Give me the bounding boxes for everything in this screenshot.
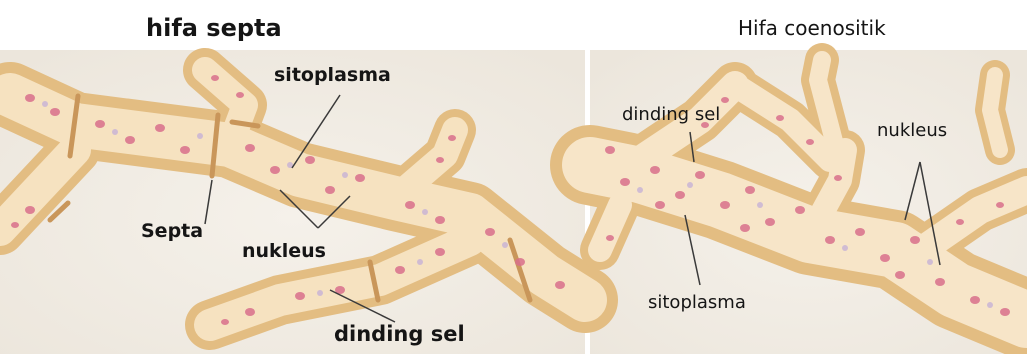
label-cytoplasm-left: sitoplasma: [274, 64, 391, 86]
label-nucleus-left: nukleus: [242, 240, 326, 262]
left-panel-title: hifa septa: [146, 14, 282, 42]
label-septum: Septa: [141, 220, 203, 242]
label-cell-wall-left: dinding sel: [334, 322, 465, 346]
label-nucleus-right: nukleus: [877, 120, 947, 141]
label-cytoplasm-right: sitoplasma: [648, 292, 746, 313]
label-cell-wall-right: dinding sel: [622, 104, 720, 125]
right-panel-title: Hifa coenositik: [738, 16, 886, 40]
